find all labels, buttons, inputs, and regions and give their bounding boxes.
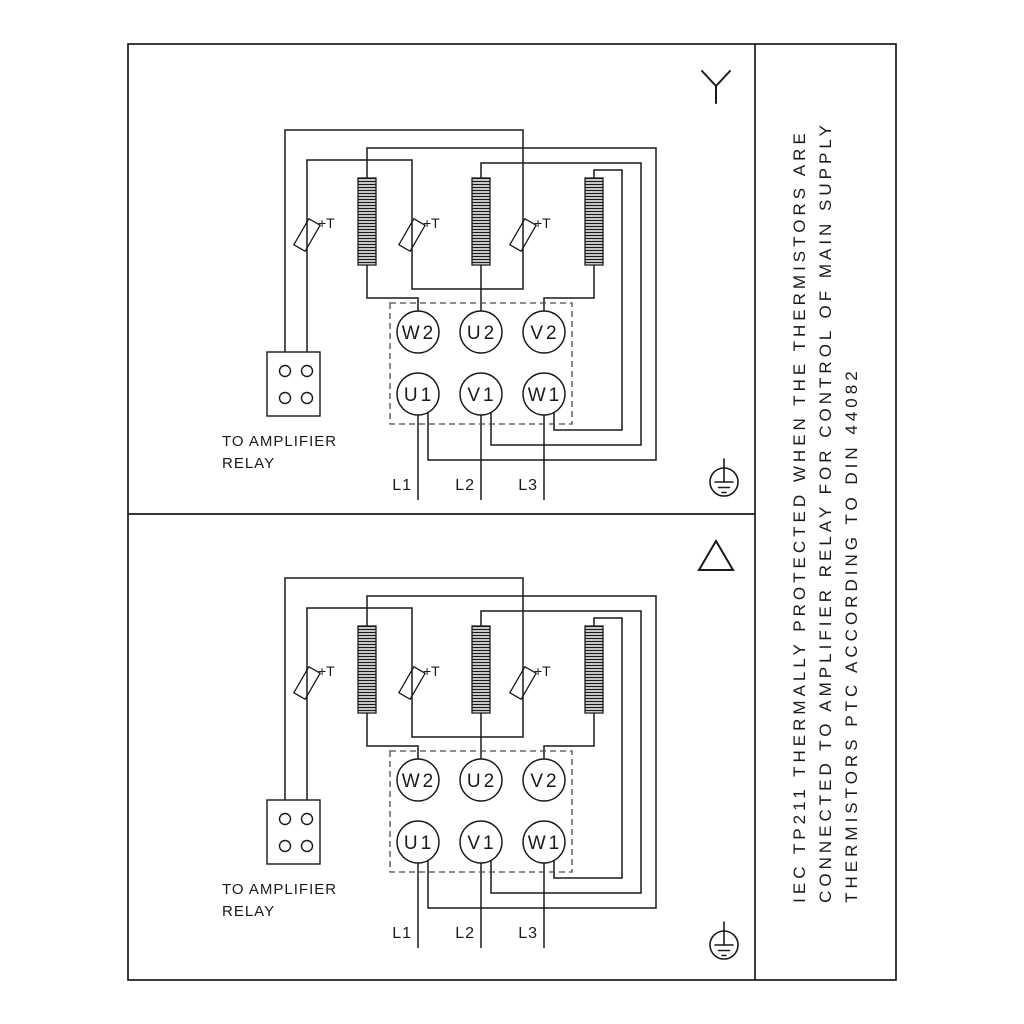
note-line-3: THERMISTORS PTC ACCORDING TO DIN 44082 (842, 367, 862, 903)
supply-l3-label: L3 (518, 477, 538, 494)
terminal-v2: V2 (522, 310, 566, 354)
star-y-symbol-icon (701, 70, 731, 104)
note-line-1: IEC TP211 THERMALLY PROTECTED WHEN THE T… (790, 129, 810, 903)
motor-wiring-diagram-delta-copy (221, 577, 657, 949)
terminal-u2-label: U2 (467, 323, 497, 344)
amplifier-relay-connector (266, 351, 321, 417)
terminal-w1: W1 (522, 372, 566, 416)
delta-triangle-symbol-icon (697, 539, 735, 571)
amplifier-caption-line1: TO AMPLIFIER (222, 433, 337, 450)
winding3-to-v2-wire (543, 265, 595, 312)
terminal-u1: U1 (396, 372, 440, 416)
supply-l2-label: L2 (455, 477, 475, 494)
winding2-loop-wire (480, 162, 642, 446)
winding1-loop-wire (366, 147, 657, 461)
earth-ground-icon (709, 458, 739, 497)
terminal-w1-label: W1 (528, 385, 563, 406)
motor-wiring-diagram: W2 U2 V2 U1 V1 W1 (222, 129, 657, 500)
amplifier-caption-line2: RELAY (222, 455, 275, 472)
winding1-to-w2-wire (366, 265, 419, 312)
earth-ground-icon-bottom (709, 921, 739, 960)
thermistor-3-t-label: +T (534, 215, 551, 231)
motor-winding-1 (357, 177, 377, 266)
note-column: IEC TP211 THERMALLY PROTECTED WHEN THE T… (756, 44, 896, 980)
note-text-block: IEC TP211 THERMALLY PROTECTED WHEN THE T… (787, 121, 865, 903)
terminal-v1-label: V1 (467, 385, 496, 406)
note-line-2: CONNECTED TO AMPLIFIER RELAY FOR CONTROL… (816, 121, 836, 903)
motor-winding-3 (584, 177, 604, 266)
supply-l1-label: L1 (392, 477, 412, 494)
terminal-u2: U2 (459, 310, 503, 354)
thermistor-1-t-label: +T (318, 215, 335, 231)
terminal-v1: V1 (459, 372, 503, 416)
terminal-w2-label: W2 (402, 323, 437, 344)
terminal-v2-label: V2 (530, 323, 559, 344)
supply-lead-wires (417, 415, 545, 500)
outer-border (127, 43, 897, 981)
terminal-u1-label: U1 (404, 385, 434, 406)
thermistor-2-t-label: +T (423, 215, 440, 231)
terminal-board-outline (389, 302, 573, 425)
motor-winding-2 (471, 177, 491, 266)
thermistor-series-wire (284, 129, 524, 364)
winding3-loop-wire (553, 169, 623, 431)
terminal-w2: W2 (396, 310, 440, 354)
